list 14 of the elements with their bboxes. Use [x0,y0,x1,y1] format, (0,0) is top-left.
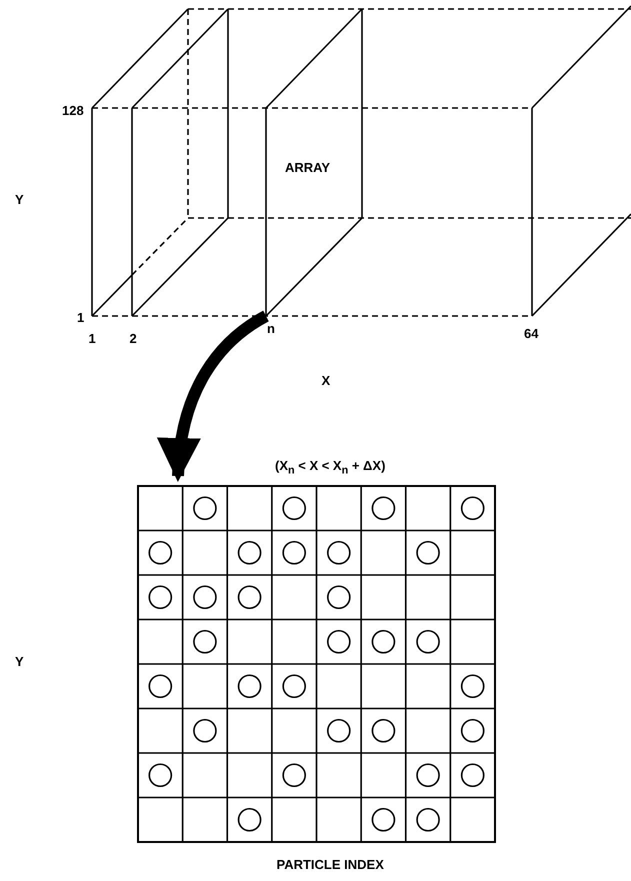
arrow [158,310,269,482]
particle-grid [138,486,495,842]
axis-label: PARTICLE INDEX [276,857,384,872]
axis-tick-label: 128 [62,103,84,118]
axis-label: Y [15,192,24,207]
axis-tick-label: 1 [88,331,96,346]
axis-label: Y [15,654,24,669]
array-label: ARRAY [285,160,330,175]
axis-tick-label: 1 [77,310,84,325]
axis-tick-label: 2 [130,331,137,346]
axis-label: X [322,373,330,388]
range-formula: (X$_{n}$ < X < X$_{n}$ + ΔX) [275,458,386,479]
axis-tick-label: n [267,321,275,336]
axis-tick-label: 64 [524,326,538,341]
